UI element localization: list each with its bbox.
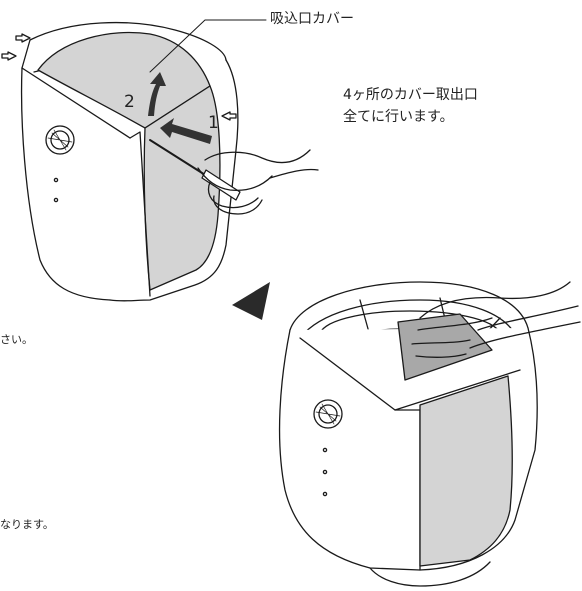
step-2-label: 2 [124, 92, 135, 112]
instruction-note: 4ヶ所のカバー取出口 全てに行います。 [343, 84, 478, 128]
step-1-label: 1 [208, 113, 219, 133]
partial-text-2: なります。 [0, 518, 54, 531]
upper-unit [1, 19, 319, 302]
instruction-line-1: 4ヶ所のカバー取出口 [343, 87, 478, 103]
side-panel-grey [419, 375, 513, 567]
callout-leader [149, 19, 267, 73]
instruction-line-2: 全てに行います。 [343, 109, 454, 125]
lower-unit [278, 281, 581, 587]
arrow-hollow-1 [15, 33, 31, 43]
arrow-hollow-2 [1, 51, 17, 61]
intake-cover-label: 吸込口カバー [270, 11, 354, 27]
cloth [397, 313, 493, 381]
direction-arrow [232, 282, 270, 320]
step-2-arrow [148, 72, 166, 116]
step-1-arrow [160, 118, 212, 144]
arrow-hollow-3 [221, 111, 237, 121]
partial-text-1: さい。 [0, 333, 33, 346]
